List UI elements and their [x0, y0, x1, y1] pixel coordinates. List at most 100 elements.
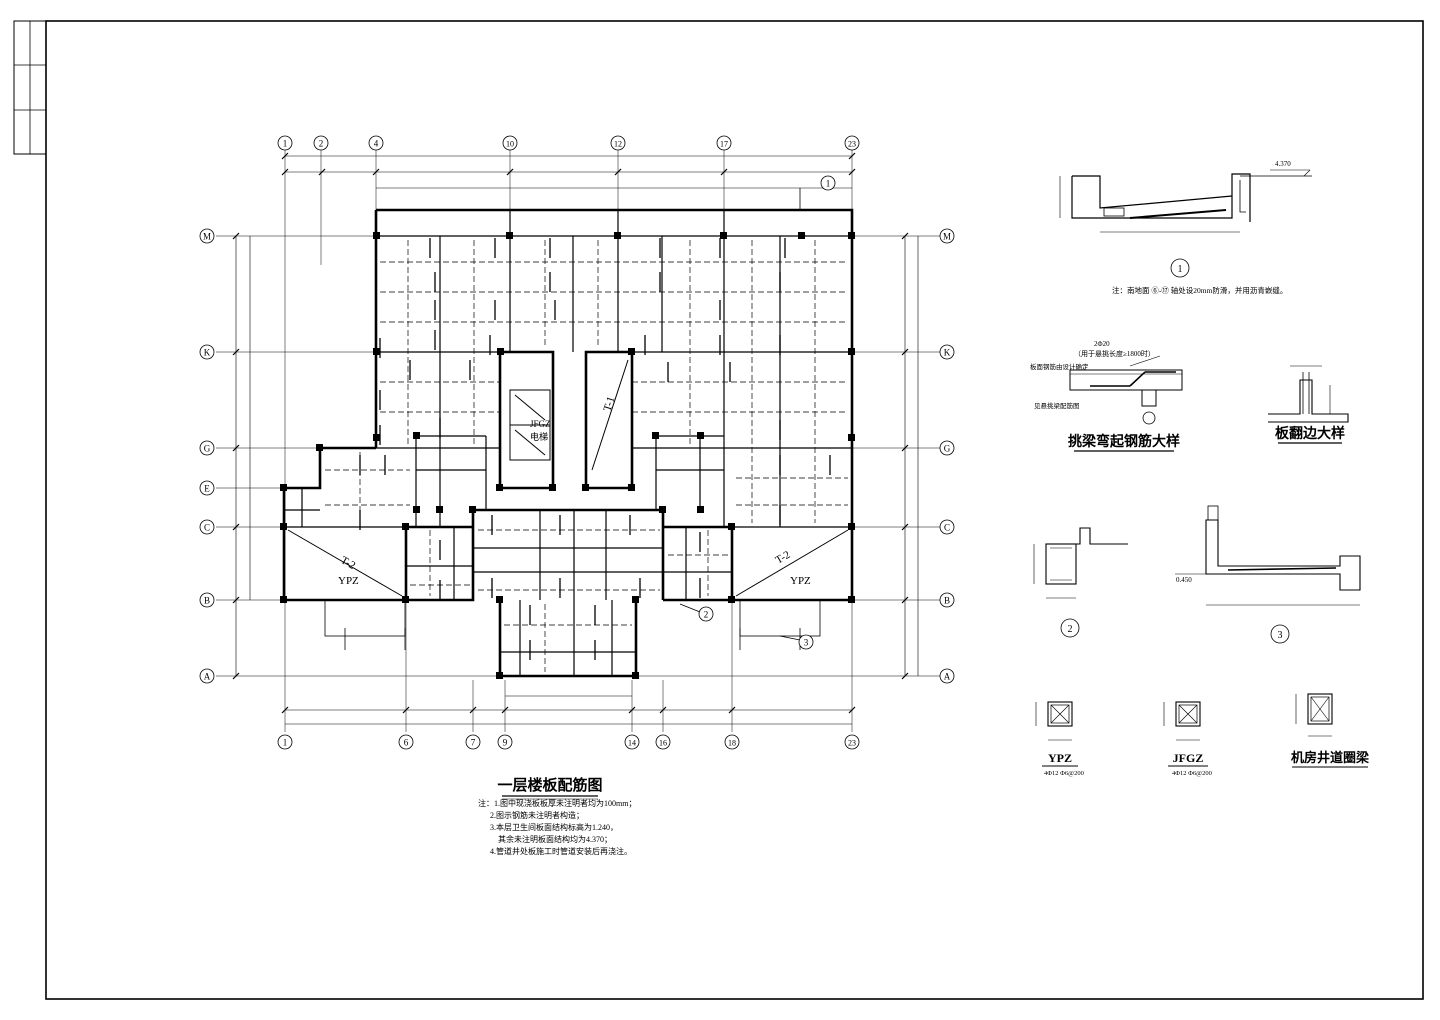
- beam-bend-ann-1: 2Φ20: [1094, 340, 1110, 348]
- columns: [280, 232, 855, 679]
- detail-1-elevation: 4.370: [1275, 160, 1291, 168]
- axis-bottom-1: 1: [277, 734, 293, 750]
- svg-text:23: 23: [848, 739, 856, 748]
- svg-text:A: A: [944, 672, 951, 682]
- axis-top-4: 4: [368, 135, 384, 151]
- svg-text:3: 3: [804, 638, 809, 648]
- special-zones: [287, 359, 849, 597]
- svg-text:B: B: [204, 596, 210, 606]
- detail-2-marker: 2: [1068, 624, 1073, 635]
- axis-right-B: B: [939, 592, 955, 608]
- axis-right-A: A: [939, 668, 955, 684]
- plan-note-2: 2.图示钢筋未注明者构造；: [490, 810, 584, 820]
- detail-1: 4.370 1 注：南地面 ⑥-⑰ 轴处设20mm防滑，并用沥青嵌缝。: [1059, 160, 1312, 295]
- axis-bubbles-left: M K G E C B A: [199, 228, 215, 684]
- svg-text:17: 17: [720, 140, 728, 149]
- walls: [282, 208, 854, 678]
- plan-title-block: 一层楼板配筋图 注：1.图中现浇板板厚未注明者均为100mm； 2.图示钢筋未注…: [478, 776, 636, 856]
- svg-text:A: A: [204, 672, 211, 682]
- axis-left-C: C: [199, 519, 215, 535]
- svg-text:M: M: [203, 232, 211, 242]
- svg-text:9: 9: [503, 738, 508, 748]
- svg-text:14: 14: [628, 739, 636, 748]
- axis-bottom-9: 9: [497, 734, 513, 750]
- ypz-right-label: YPZ: [790, 575, 811, 587]
- beams: [284, 210, 852, 676]
- axis-bottom-14: 14: [624, 734, 640, 750]
- svg-text:K: K: [944, 348, 951, 358]
- svg-text:10: 10: [506, 140, 514, 149]
- axis-right-C: C: [939, 519, 955, 535]
- callout-3: 3: [779, 634, 814, 650]
- cantilever-t2-left-label: T-2: [339, 554, 358, 572]
- axis-bottom-6: 6: [398, 734, 414, 750]
- axis-bubbles-bottom: 1 6 7 9 14 16 18 23: [277, 734, 860, 750]
- plan-note-3: 3.本层卫生间板面结构标高为1.240，: [490, 822, 618, 832]
- axis-bubbles-top: 1 2 4 10 12 17 23: [277, 135, 860, 151]
- svg-text:6: 6: [404, 738, 409, 748]
- section-jfgz: JFGZ 4Φ12 Φ6@200: [1163, 701, 1212, 777]
- detail-1-note: 注：南地面 ⑥-⑰ 轴处设20mm防滑，并用沥青嵌缝。: [1112, 285, 1287, 295]
- axis-left-G: G: [199, 440, 215, 456]
- axis-left-A: A: [199, 668, 215, 684]
- axis-left-E: E: [199, 480, 215, 496]
- axis-top-17: 17: [716, 135, 732, 151]
- detail-3-marker: 3: [1278, 630, 1283, 641]
- cantilever-t1-label: T-1: [601, 395, 617, 413]
- axis-top-10: 10: [502, 135, 518, 151]
- svg-text:2: 2: [319, 139, 324, 149]
- svg-text:2: 2: [704, 610, 709, 620]
- jfgz-label: JFGZ: [530, 419, 551, 429]
- svg-text:18: 18: [728, 739, 736, 748]
- axis-bottom-18: 18: [724, 734, 740, 750]
- elevator-label: 电梯: [530, 431, 548, 442]
- rebar-ticks: [359, 238, 831, 660]
- axis-left-B: B: [199, 592, 215, 608]
- floor-plan: YPZ YPZ JFGZ 电梯 T-1 T-2 T-2 1 2 3: [199, 135, 955, 856]
- axis-right-M: M: [939, 228, 955, 244]
- rebar-lines: [325, 240, 848, 672]
- beam-bend-ann-3: 板面钢筋由设计确定: [1030, 362, 1089, 371]
- svg-text:12: 12: [614, 140, 622, 149]
- axis-left-M: M: [199, 228, 215, 244]
- callout-2: 2: [679, 603, 714, 622]
- plan-note-4: 其余未注明板面结构均为4.370；: [498, 834, 612, 844]
- axis-top-12: 12: [610, 135, 626, 151]
- detail-3: 0.450 3: [1175, 505, 1361, 644]
- ypz-section-title: YPZ: [1048, 751, 1072, 765]
- ypz-section-sub: 4Φ12 Φ6@200: [1044, 770, 1084, 777]
- axis-top-2: 2: [313, 135, 329, 151]
- beam-bend-ann-2: （用于悬挑长度≥1800时）: [1074, 349, 1155, 358]
- svg-text:G: G: [204, 444, 211, 454]
- beam-bend-ann-4: 见悬挑梁配筋图: [1034, 401, 1080, 410]
- axis-right-G: G: [939, 440, 955, 456]
- axis-bottom-16: 16: [655, 734, 671, 750]
- svg-text:C: C: [204, 523, 210, 533]
- axis-bottom-7: 7: [465, 734, 481, 750]
- sheet-frame: [13, 20, 1424, 1000]
- detail-3-elevation: 0.450: [1176, 576, 1192, 584]
- plan-note-1: 注：1.图中现浇板板厚未注明者均为100mm；: [478, 798, 636, 808]
- axis-top-23: 23: [844, 135, 860, 151]
- jfgz-section-title: JFGZ: [1173, 751, 1204, 765]
- axis-bubbles-right: M K G C B A: [939, 228, 955, 684]
- detail-1-marker: 1: [1178, 264, 1183, 275]
- plan-title: 一层楼板配筋图: [497, 776, 602, 794]
- axis-lines: [216, 150, 940, 732]
- detail-2: 2: [1033, 527, 1128, 638]
- svg-text:C: C: [944, 523, 950, 533]
- axis-bottom-23: 23: [844, 734, 860, 750]
- axis-top-1: 1: [277, 135, 293, 151]
- ypz-left-label: YPZ: [338, 575, 359, 587]
- slab-edge-title: 板翻边大样: [1275, 425, 1345, 442]
- section-ypz: YPZ 4Φ12 Φ6@200: [1035, 701, 1084, 777]
- svg-text:16: 16: [659, 739, 667, 748]
- svg-text:M: M: [943, 232, 951, 242]
- plan-callouts: 1 2 3: [679, 175, 836, 650]
- svg-text:G: G: [944, 444, 951, 454]
- svg-text:1: 1: [283, 139, 288, 149]
- slab-labels: YPZ YPZ JFGZ 电梯 T-1 T-2 T-2: [338, 395, 811, 587]
- svg-text:23: 23: [848, 140, 856, 149]
- detail-beam-bend: 2Φ20 （用于悬挑长度≥1800时） 板面钢筋由设计确定 见悬挑梁配筋图 挑梁…: [1030, 340, 1183, 452]
